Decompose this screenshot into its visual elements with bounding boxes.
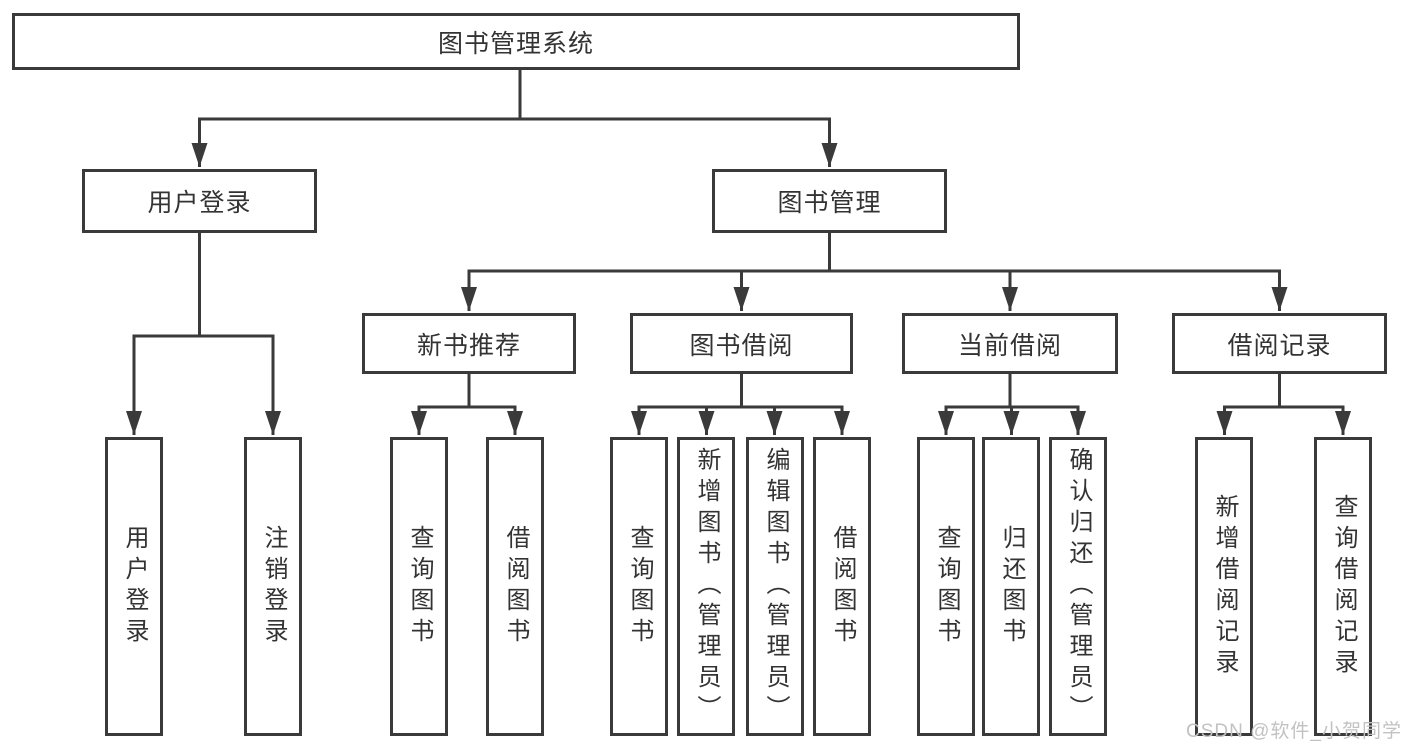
- leaf-current-return-books: 归还图书: [982, 437, 1040, 736]
- node-current-borrow: 当前借阅: [902, 313, 1118, 374]
- connector-borrow-records-group: [1216, 372, 1351, 435]
- node-root-system: 图书管理系统: [12, 13, 1020, 70]
- leaf-recommend-borrow-books-label: 借阅图书: [502, 524, 529, 649]
- leaf-borrow-query-books: 查询图书: [610, 437, 668, 736]
- node-book-borrow: 图书借阅: [630, 313, 853, 374]
- leaf-user-login-label: 用户登录: [121, 524, 148, 649]
- leaf-borrow-add-books-admin: 新增图书（管理员）: [677, 437, 735, 736]
- leaf-current-query-books-label: 查询图书: [933, 524, 960, 649]
- leaf-borrow-borrow-books-label: 借阅图书: [829, 524, 856, 649]
- leaf-borrow-edit-books-admin-label: 编辑图书（管理员）: [762, 447, 789, 726]
- connector-new-book-recommend-group: [411, 372, 523, 435]
- node-borrow-records: 借阅记录: [1172, 313, 1387, 374]
- leaf-current-return-books-label: 归还图书: [998, 524, 1025, 649]
- connector-book-management-to-level3: [461, 231, 1288, 311]
- leaf-records-query-record: 查询借阅记录: [1314, 437, 1372, 736]
- leaf-logout-login-label: 注销登录: [260, 524, 287, 649]
- connector-current-borrow-group: [938, 372, 1086, 435]
- leaf-logout-login: 注销登录: [244, 437, 302, 736]
- leaf-recommend-query-books-label: 查询图书: [406, 524, 433, 649]
- connector-user-login-group: [126, 231, 281, 435]
- connector-book-borrow-group: [631, 372, 850, 435]
- leaf-borrow-borrow-books: 借阅图书: [813, 437, 871, 736]
- leaf-records-add-record-label: 新增借阅记录: [1211, 493, 1238, 680]
- leaf-records-add-record: 新增借阅记录: [1195, 437, 1253, 736]
- node-book-management: 图书管理: [712, 169, 947, 233]
- node-new-book-recommend: 新书推荐: [362, 313, 576, 374]
- leaf-recommend-borrow-books: 借阅图书: [486, 437, 544, 736]
- csdn-watermark: CSDN @软件_小贺同学: [1186, 721, 1402, 742]
- leaf-records-query-record-label: 查询借阅记录: [1330, 493, 1357, 680]
- connector-root-to-level2: [191, 68, 838, 167]
- node-user-login: 用户登录: [82, 169, 317, 233]
- leaf-current-confirm-return-admin-label: 确认归还（管理员）: [1065, 447, 1092, 726]
- leaf-current-confirm-return-admin: 确认归还（管理员）: [1049, 437, 1107, 736]
- leaf-recommend-query-books: 查询图书: [390, 437, 448, 736]
- leaf-borrow-edit-books-admin: 编辑图书（管理员）: [746, 437, 804, 736]
- leaf-current-query-books: 查询图书: [917, 437, 975, 736]
- leaf-borrow-query-books-label: 查询图书: [626, 524, 653, 649]
- leaf-user-login: 用户登录: [105, 437, 163, 736]
- leaf-borrow-add-books-admin-label: 新增图书（管理员）: [693, 447, 720, 726]
